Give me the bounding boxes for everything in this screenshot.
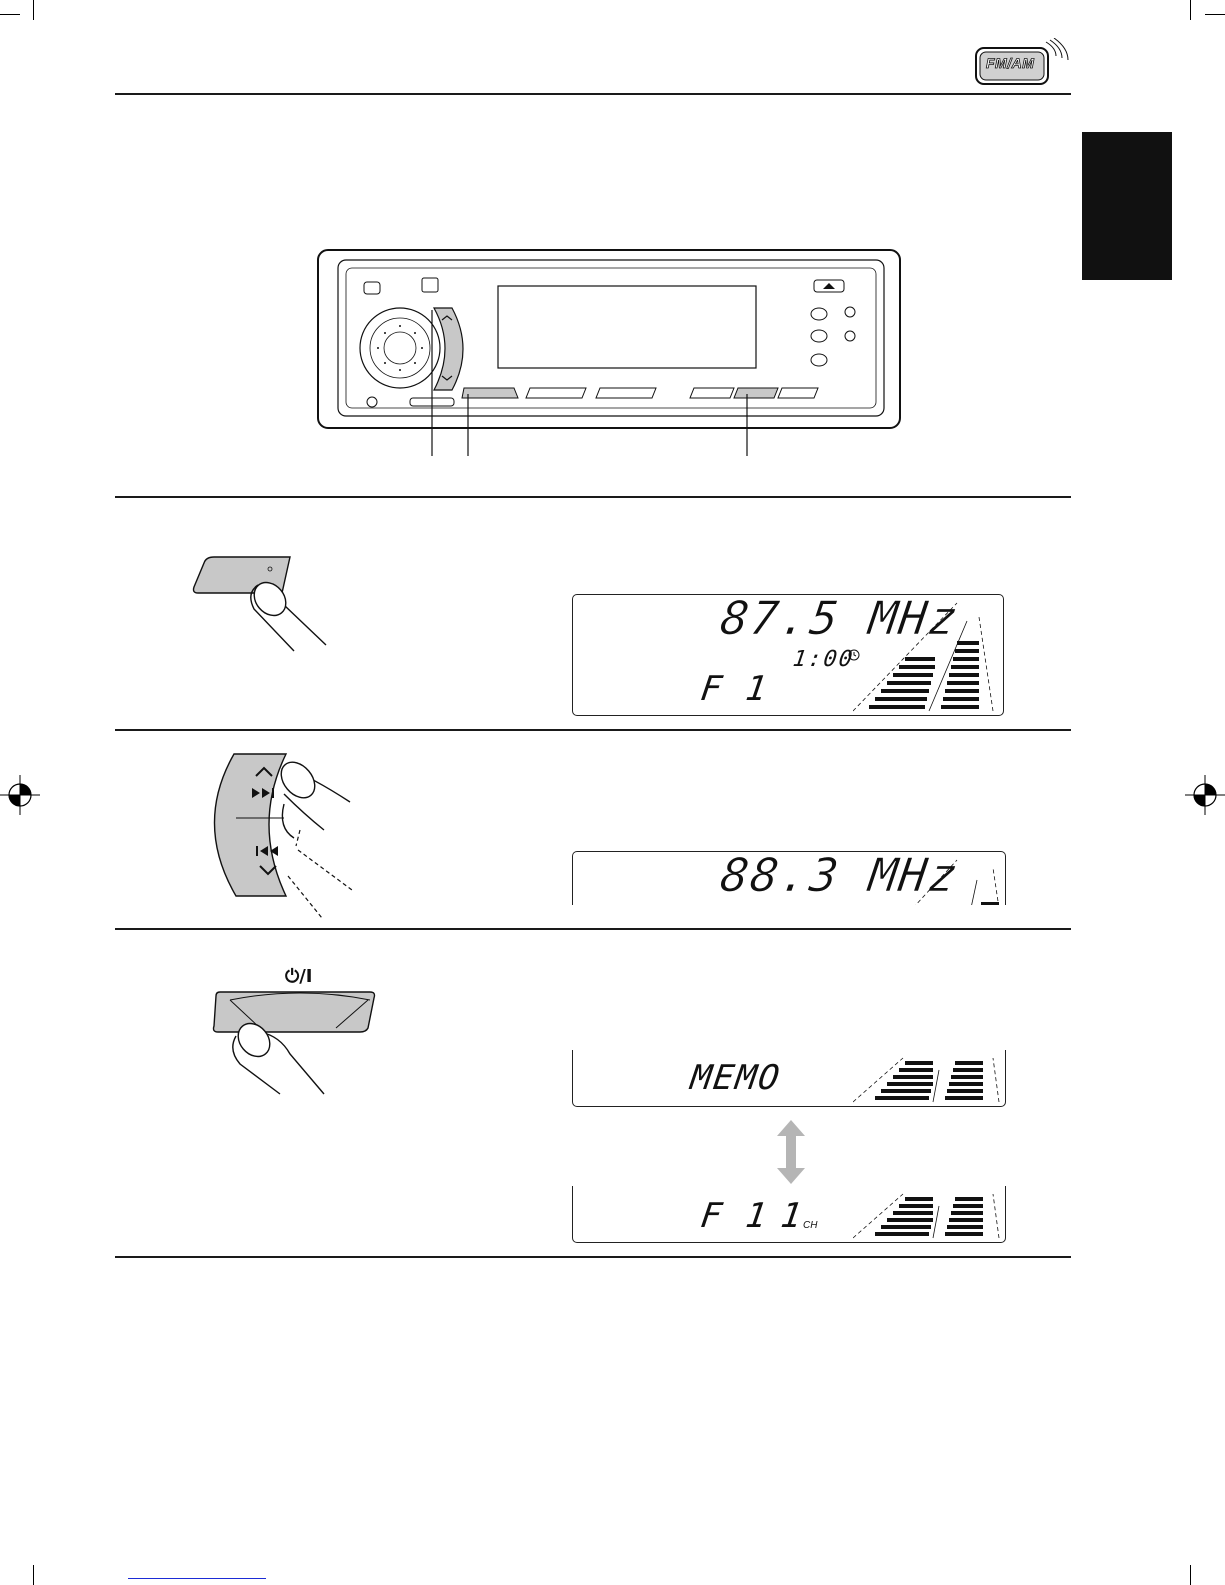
front-panel-illustration bbox=[316, 248, 906, 458]
footer-link-underline[interactable] bbox=[128, 1577, 266, 1579]
section-rule-3 bbox=[115, 928, 1071, 930]
crop-mark-top-left-v bbox=[33, 0, 34, 20]
band-readout: F 1 bbox=[698, 1196, 771, 1236]
registration-mark-left bbox=[0, 775, 40, 815]
memo-readout: MEMO bbox=[688, 1058, 784, 1098]
signal-strength-meter bbox=[853, 1190, 1003, 1242]
band-readout: F 1 bbox=[698, 669, 771, 709]
crop-mark-top-right-h bbox=[1205, 14, 1225, 15]
preset-button-symbol: ⏻/I bbox=[285, 966, 313, 987]
step2-lcd-crop-mask bbox=[570, 905, 1010, 925]
crop-mark-top-right-v bbox=[1190, 0, 1191, 20]
crop-mark-top-left-h bbox=[0, 14, 20, 15]
signal-strength-meter bbox=[853, 1054, 1003, 1106]
section-rule-1 bbox=[115, 496, 1071, 498]
band-button-press-illustration bbox=[190, 555, 340, 655]
top-rule bbox=[115, 93, 1071, 95]
lcd-display-memo: MEMO bbox=[572, 1050, 1006, 1107]
channel-unit: CH bbox=[803, 1220, 817, 1231]
badge-label: FM/AM bbox=[986, 55, 1034, 71]
crop-mark-bottom-right bbox=[1190, 1565, 1191, 1585]
clock-readout: 1:00 bbox=[791, 647, 855, 672]
registration-mark-right bbox=[1185, 775, 1225, 815]
section-rule-2 bbox=[115, 729, 1071, 731]
crop-mark-bottom-left bbox=[33, 1565, 34, 1585]
fm-am-badge: FM/AM bbox=[972, 38, 1072, 90]
seek-button-press-illustration bbox=[212, 750, 362, 920]
section-rule-4 bbox=[115, 1256, 1071, 1258]
lcd-display-step1: 87.5 MHz 1:00 F 1 bbox=[572, 594, 1004, 716]
language-tab bbox=[1082, 132, 1172, 280]
preset-button-press-illustration bbox=[210, 986, 380, 1096]
alternating-arrow-icon bbox=[776, 1120, 806, 1184]
lcd-display-preset: F 1 1 CH bbox=[572, 1186, 1006, 1243]
signal-strength-meter bbox=[853, 601, 1003, 713]
